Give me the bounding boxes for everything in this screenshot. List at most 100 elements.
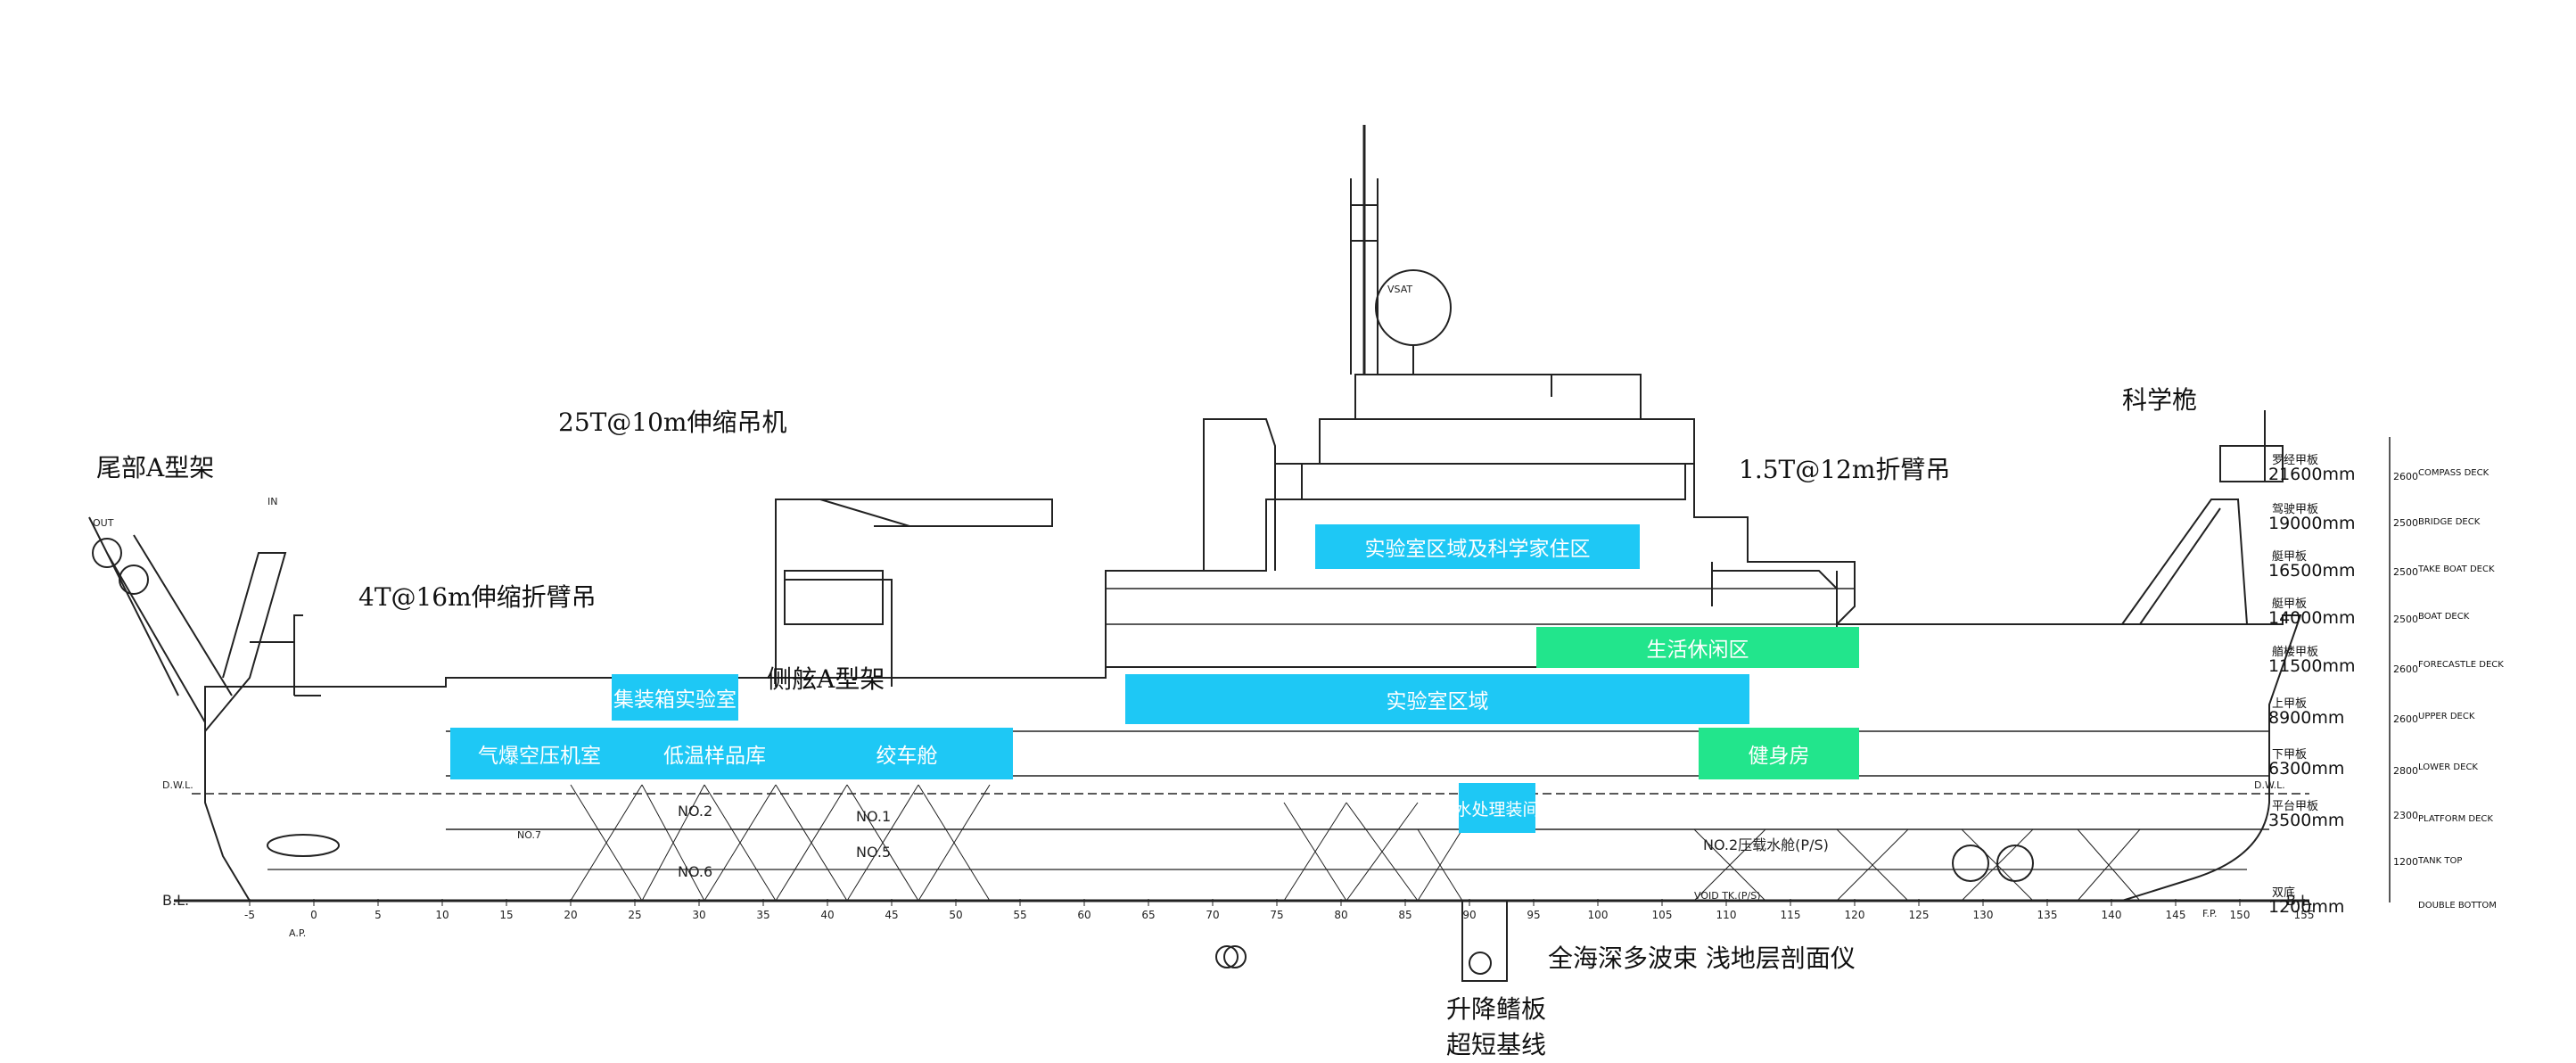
crane-25t — [775, 499, 1053, 687]
deck-spacing-label: 1200 — [2393, 856, 2418, 868]
lifting-fin-label: 升降鳍板 — [1446, 994, 1547, 1024]
no5-tank-label: NO.5 — [856, 844, 892, 861]
deck-spacing-label: 2500 — [2393, 566, 2418, 578]
frame-number: 65 — [1141, 909, 1155, 921]
no2-ballast-label: NO.2压载水舱(P/S) — [1703, 836, 1829, 853]
no7-tank-label: NO.7 — [517, 829, 541, 841]
deck-cn-label: 平台甲板 — [2272, 800, 2319, 813]
no1-tank-label: NO.1 — [856, 808, 892, 825]
fp-label: F.P. — [2202, 908, 2218, 919]
zone-leisure: 生活休闲区 — [1536, 627, 1859, 668]
deck-en-label: FORECASTLE DECK — [2418, 660, 2504, 670]
crane-1-5t-label: 1.5T@12m折臂吊 — [1739, 455, 1951, 484]
out-label: OUT — [93, 517, 114, 529]
zone-water-treatment: 水处理装间 — [1455, 783, 1540, 833]
zone-gym: 健身房 — [1699, 728, 1859, 779]
vsat-dome — [1375, 269, 1452, 346]
frame-number: 60 — [1077, 909, 1090, 921]
deck-height-label: 8900mm — [2268, 708, 2345, 728]
zone-container-lab: 集装箱实验室 — [612, 674, 738, 721]
deck-cn-label: 上甲板 — [2272, 697, 2308, 711]
deck-height-label: 19000mm — [2268, 514, 2356, 533]
frame-number: 95 — [1527, 909, 1540, 921]
frame-number: 45 — [885, 909, 898, 921]
frame-number: 150 — [2230, 909, 2251, 921]
science-mast-label: 科学桅 — [2122, 385, 2198, 415]
frame-number: 130 — [1973, 909, 1994, 921]
frame-number: 125 — [1909, 909, 1930, 921]
deck-spacing-label: 2600 — [2393, 713, 2418, 725]
deck-en-label: TAKE BOAT DECK — [2418, 564, 2495, 574]
frame-number: 25 — [628, 909, 641, 921]
deck-cn-label: 艏楼甲板 — [2272, 646, 2319, 659]
deck-cn-label: 艇甲板 — [2272, 550, 2308, 564]
dwl-label-fore: D.W.L. — [2254, 779, 2285, 791]
crane-25t-label: 25T@10m伸缩吊机 — [558, 408, 787, 437]
zone-winch-room: 绞车舱 — [801, 728, 1013, 779]
frame-number: 80 — [1334, 909, 1347, 921]
hull-outline — [204, 614, 2302, 902]
deck-height-label: 11500mm — [2268, 656, 2356, 676]
usbl-label: 超短基线 — [1446, 1030, 1547, 1059]
frame-number: 155 — [2294, 909, 2315, 921]
deck-en-label: LOWER DECK — [2418, 762, 2478, 772]
bow-thruster — [1952, 845, 1989, 882]
frame-number: 110 — [1716, 909, 1737, 921]
zone-cold-storage: 低温样品库 — [629, 728, 801, 779]
lifting-fin — [1461, 900, 1508, 982]
dwl-label-aft: D.W.L. — [162, 779, 193, 791]
deck-en-label: COMPASS DECK — [2418, 468, 2490, 478]
frame-number: 50 — [949, 909, 962, 921]
void-tank-label: VOID TK.(P/S) — [1694, 890, 1761, 902]
frame-number: 5 — [374, 909, 382, 921]
side-a-frame-label: 侧舷A型架 — [767, 664, 885, 694]
crane-4t — [250, 614, 321, 696]
stern-a-frame — [88, 516, 287, 732]
zone-lab-area: 实验室区域 — [1125, 674, 1749, 724]
frame-number: 70 — [1206, 909, 1219, 921]
deck-height-label: 6300mm — [2268, 759, 2345, 779]
propeller-pod — [267, 834, 340, 857]
multibeam-label: 全海深多波束 浅地层剖面仪 — [1548, 944, 1856, 973]
frame-number: 40 — [820, 909, 834, 921]
deck-en-label: BRIDGE DECK — [2418, 517, 2481, 527]
frame-number: 35 — [756, 909, 770, 921]
in-label: IN — [267, 496, 278, 507]
frame-number: 85 — [1398, 909, 1411, 921]
deck-cn-label: 下甲板 — [2272, 748, 2308, 762]
zone-lab-scientist: 实验室区域及科学家住区 — [1315, 524, 1640, 569]
frame-number: 15 — [499, 909, 513, 921]
science-mast — [2121, 410, 2284, 625]
deck-cn-label: 双底 — [2272, 886, 2296, 900]
frame-number: 0 — [310, 909, 317, 921]
funnel — [1203, 418, 1276, 571]
deck-cn-label: 艇甲板 — [2272, 597, 2308, 611]
deck-en-label: PLATFORM DECK — [2418, 814, 2493, 824]
deck-height-label: 3500mm — [2268, 811, 2345, 830]
frame-number: 135 — [2037, 909, 2058, 921]
ap-label: A.P. — [289, 927, 307, 939]
frame-number: 120 — [1845, 909, 1865, 921]
frame-number: 90 — [1462, 909, 1476, 921]
deck-cn-label: 罗经甲板 — [2272, 454, 2319, 467]
deck-height-label: 14000mm — [2268, 608, 2356, 628]
deck-spacing-label: 2600 — [2393, 663, 2418, 675]
crane-1-5t — [1711, 562, 1838, 624]
frame-number: 10 — [435, 909, 449, 921]
deck-en-label: TANK TOP — [2418, 856, 2463, 866]
frame-number: 55 — [1013, 909, 1026, 921]
deck-spacing-label: 2300 — [2393, 810, 2418, 821]
frame-number: -5 — [244, 909, 255, 921]
frame-number: 145 — [2166, 909, 2186, 921]
frame-number: 115 — [1781, 909, 1801, 921]
crane-4t-label: 4T@16m伸缩折臂吊 — [358, 582, 597, 612]
frame-number: 105 — [1652, 909, 1673, 921]
frame-number: 30 — [692, 909, 705, 921]
frame-number: 100 — [1588, 909, 1609, 921]
deck-spacing-label: 2600 — [2393, 471, 2418, 482]
no6-tank-label: NO.6 — [678, 863, 713, 880]
deck-spacing-label: 2500 — [2393, 517, 2418, 529]
